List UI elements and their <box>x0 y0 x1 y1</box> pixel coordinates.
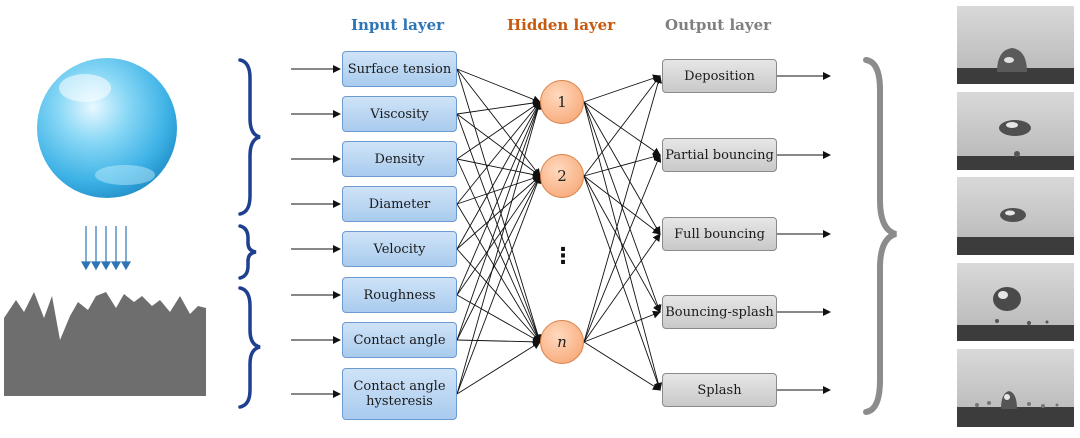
input-node-surface-tension: Surface tension <box>342 51 457 87</box>
rough-surface-icon <box>4 292 206 396</box>
hidden-ellipsis: ⋮ <box>552 244 574 269</box>
input-to-hidden-connection <box>456 158 541 179</box>
droplet-sphere-icon <box>37 58 177 198</box>
hidden-to-output-connection <box>583 153 661 177</box>
photo-splash <box>957 349 1074 427</box>
output-node-partial-bouncing: Partial bouncing <box>662 138 777 172</box>
input-to-hidden-connection <box>456 294 541 343</box>
hidden-to-output-connection <box>583 101 662 313</box>
downward-arrows-icon <box>80 226 132 271</box>
input-to-hidden-connection <box>456 175 542 395</box>
hidden-layer-title: Hidden layer <box>507 16 616 34</box>
photo-bouncing-splash <box>957 263 1074 341</box>
hidden-to-output-connection <box>583 175 662 391</box>
output-layer-title: Output layer <box>665 16 772 34</box>
hidden-to-output-connection <box>583 75 661 177</box>
hidden-node-n: n <box>540 320 584 364</box>
input-node-diameter: Diameter <box>342 186 457 222</box>
input-node-density: Density <box>342 141 457 177</box>
input-to-hidden-connection <box>456 175 541 296</box>
output-node-full-bouncing: Full bouncing <box>662 217 777 251</box>
input-node-roughness: Roughness <box>342 277 457 313</box>
hidden-to-output-connection <box>583 101 661 156</box>
hidden-to-output-connection <box>583 101 663 391</box>
hidden-to-output-connection <box>583 75 662 343</box>
hidden-to-output-connection <box>583 74 661 103</box>
hidden-node-2: 2 <box>540 154 584 198</box>
hidden-node-1: 1 <box>540 80 584 124</box>
input-to-hidden-connection <box>456 101 541 250</box>
hidden-to-output-connection <box>583 233 661 343</box>
input-group-braces <box>238 58 261 409</box>
input-layer-title: Input layer <box>351 16 445 34</box>
input-to-hidden-connection <box>456 337 541 346</box>
input-to-hidden-connection <box>456 113 541 177</box>
input-to-hidden-connection <box>456 113 542 343</box>
input-node-velocity: Velocity <box>342 231 457 267</box>
input-to-hidden-connection <box>456 101 542 395</box>
photo-full-bouncing <box>957 177 1074 255</box>
input-to-hidden-connection <box>456 68 542 343</box>
input-to-hidden-connection <box>456 101 541 205</box>
input-node-viscosity: Viscosity <box>342 96 457 132</box>
hidden-to-output-connection <box>583 310 661 343</box>
input-to-hidden-connection <box>456 99 541 115</box>
hidden-to-output-connection <box>583 101 661 235</box>
photo-partial-bouncing <box>957 92 1074 170</box>
hidden-to-output-connection <box>583 154 662 343</box>
input-node-contact-angle-hysteresis: Contact angle hysteresis <box>342 368 457 420</box>
input-to-hidden-connection <box>456 68 541 104</box>
output-node-bouncing-splash: Bouncing-splash <box>662 295 777 329</box>
input-to-hidden-connection <box>456 203 541 343</box>
output-node-deposition: Deposition <box>662 59 777 93</box>
input-to-hidden-connection <box>456 248 541 343</box>
hidden-to-output-connection <box>583 341 661 391</box>
input-to-hidden-connection <box>456 341 541 395</box>
hidden-to-output-connection <box>583 175 661 313</box>
output-group-brace <box>863 57 898 415</box>
input-to-hidden-connection <box>456 101 541 160</box>
input-to-hidden-connection <box>456 158 541 343</box>
input-node-contact-angle: Contact angle <box>342 322 457 358</box>
photo-deposition <box>957 6 1074 84</box>
input-to-hidden-connection <box>456 68 541 177</box>
output-node-splash: Splash <box>662 373 777 407</box>
input-to-hidden-connection <box>456 101 541 296</box>
input-to-hidden-connection <box>456 175 541 250</box>
input-to-hidden-connection <box>456 174 541 205</box>
input-to-hidden-connection <box>456 101 542 341</box>
input-to-hidden-connection <box>456 175 541 341</box>
hidden-to-output-connection <box>583 175 661 235</box>
